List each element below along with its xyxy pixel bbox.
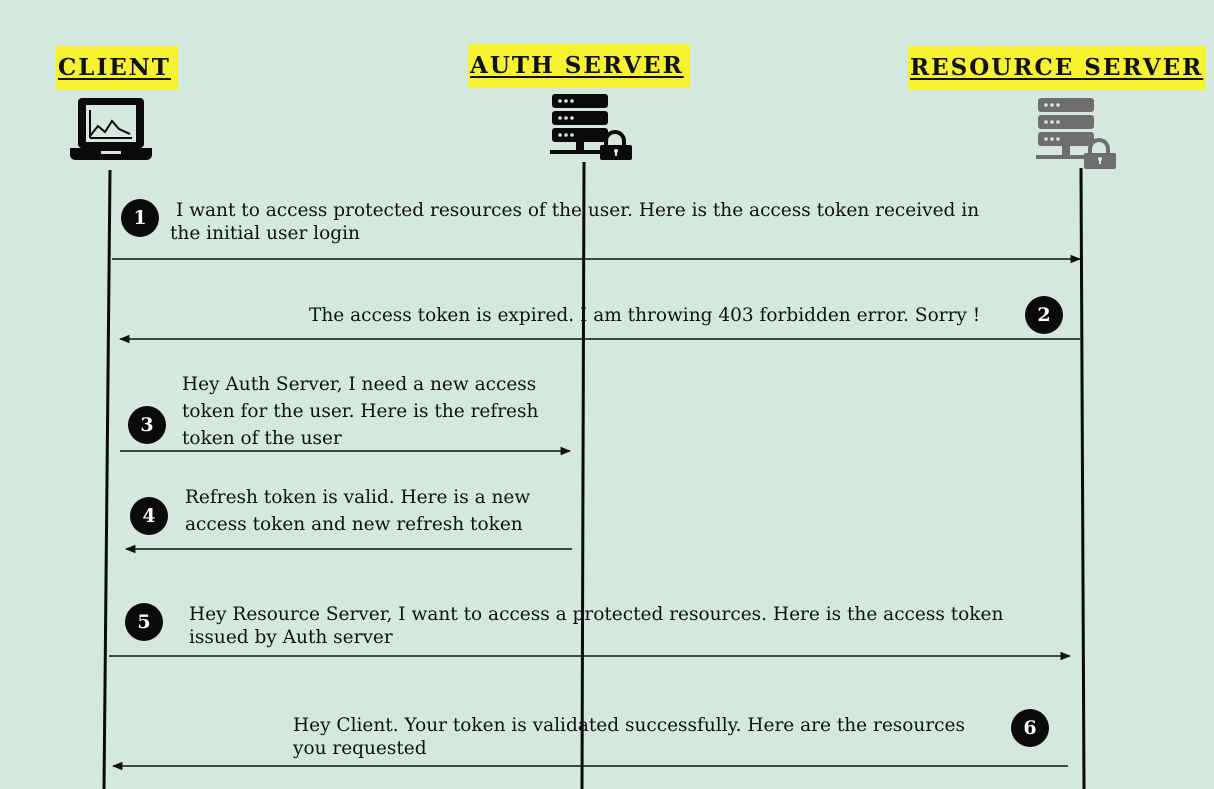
message-step-3: Hey Auth Server, I need a new access tok…	[182, 371, 538, 452]
step-badge-3: 3	[128, 406, 166, 444]
auth-server-label: AUTH SERVER	[468, 44, 690, 88]
message-step-3-line-3: token of the user	[182, 428, 342, 449]
laptop-chart-icon	[70, 96, 152, 166]
message-step-1-line-1: I want to access protected resources of …	[176, 200, 980, 221]
resource-server-lifeline	[1079, 167, 1086, 789]
step-badge-4: 4	[130, 497, 168, 535]
message-step-2-line-1: The access token is expired. I am throwi…	[309, 305, 981, 326]
message-step-3-line-1: Hey Auth Server, I need a new access	[182, 374, 537, 395]
step-badge-6: 6	[1011, 709, 1049, 747]
message-step-6: Hey Client. Your token is validated succ…	[293, 714, 965, 760]
message-step-4: Refresh token is valid. Here is a new ac…	[185, 484, 530, 538]
message-step-3-line-2: token for the user. Here is the refresh	[182, 401, 539, 422]
client-lifeline	[102, 169, 112, 789]
message-step-5: Hey Resource Server, I want to access a …	[189, 603, 1003, 649]
message-step-4-line-1: Refresh token is valid. Here is a new	[185, 487, 531, 508]
step-badge-5: 5	[125, 603, 163, 641]
step-badge-2: 2	[1025, 296, 1063, 334]
auth-server-lifeline	[580, 161, 586, 789]
message-step-4-line-2: access token and new refresh token	[185, 514, 523, 535]
resource-server-label: RESOURCE SERVER	[908, 46, 1206, 90]
message-step-2: The access token is expired. I am throwi…	[309, 304, 980, 327]
message-step-5-line-2: issued by Auth server	[189, 627, 393, 648]
message-step-1: I want to access protected resources of …	[170, 199, 979, 245]
message-step-6-line-2: you requested	[293, 738, 427, 759]
message-step-6-line-1: Hey Client. Your token is validated succ…	[293, 715, 965, 736]
message-step-1-line-2: the initial user login	[170, 223, 360, 244]
resource-server-lock-icon	[1034, 96, 1118, 176]
step-badge-1: 1	[121, 199, 159, 237]
auth-server-lock-icon	[548, 92, 638, 168]
message-step-5-line-1: Hey Resource Server, I want to access a …	[189, 604, 1004, 625]
client-label: CLIENT	[56, 46, 178, 90]
